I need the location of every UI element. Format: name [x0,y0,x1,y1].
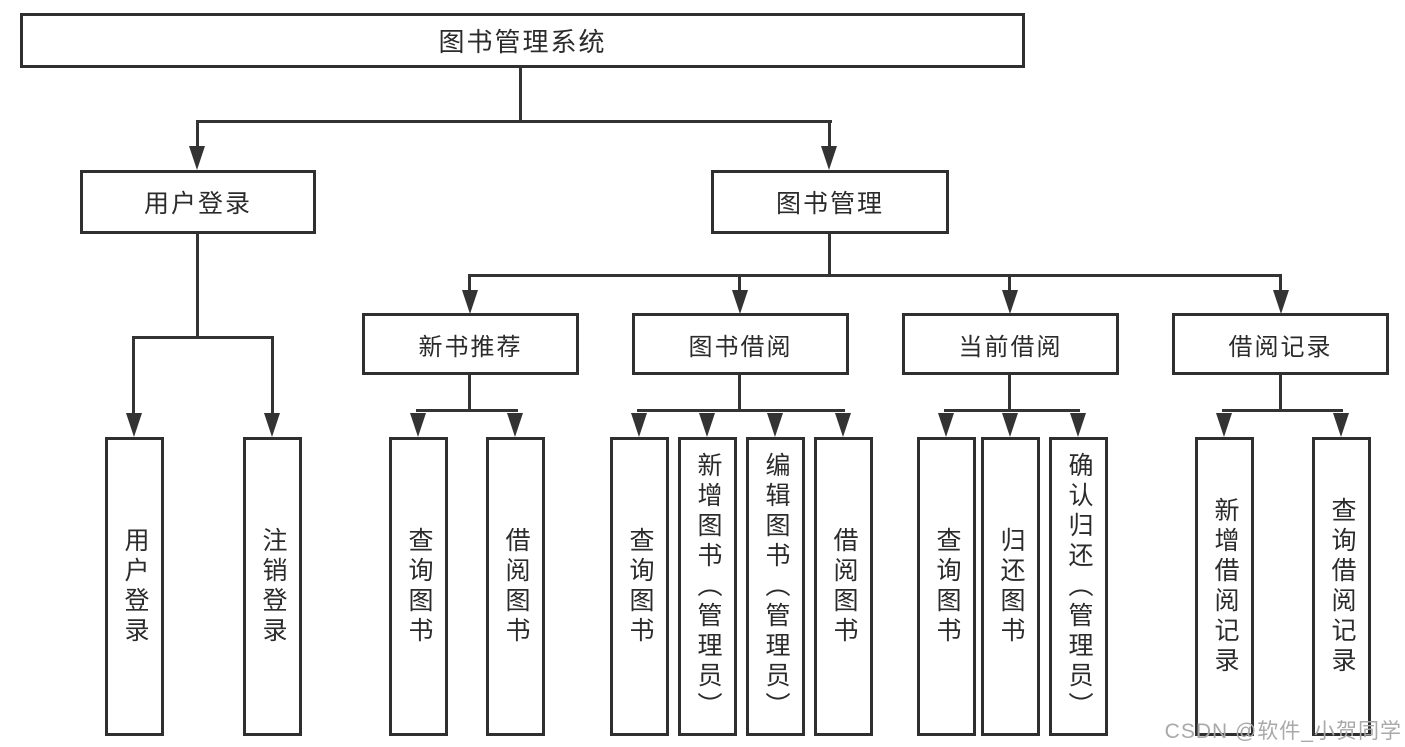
connector-book-management-stem [828,234,831,277]
node-borrow-records: 借阅记录 [1172,313,1389,375]
leaf-query-borrow-record-label: 查询借阅记录 [1328,496,1356,677]
node-user-login-label: 用户登录 [143,190,252,218]
leaf-user-login-label: 用户登录 [121,526,149,647]
node-current-borrow: 当前借阅 [902,313,1119,375]
arrow-down-icon [1273,290,1289,314]
connector-book-borrow-splitter [637,409,845,412]
leaf-query-book-current: 查询图书 [917,437,976,736]
arrow-down-icon [1216,413,1232,437]
arrow-down-icon [1002,290,1018,314]
connector-current-borrow-stem [1008,375,1011,412]
connector-user-login-splitter [132,336,274,339]
connector-borrow-records-stem [1279,375,1282,412]
arrow-down-icon [821,146,837,170]
arrow-down-icon [189,146,205,170]
leaf-edit-book-admin-label: 编辑图书（管理员） [762,451,790,722]
arrow-down-icon [699,413,715,437]
arrow-down-icon [835,413,851,437]
connector-current-borrow-splitter [944,409,1080,412]
node-root: 图书管理系统 [20,13,1025,68]
connector-root-stem [519,68,522,121]
node-new-book-recommend: 新书推荐 [362,313,579,375]
arrow-down-icon [507,413,523,437]
node-book-management-label: 图书管理 [775,190,884,218]
connector-drop-book-borrow [738,274,741,294]
leaf-add-book-admin-label: 新增图书（管理员） [694,451,722,722]
arrow-down-icon [410,413,426,437]
connector-book-borrow-stem [738,375,741,412]
node-book-management: 图书管理 [711,170,949,234]
node-borrow-records-label: 借阅记录 [1228,333,1333,361]
leaf-borrow-book-recommend: 借阅图书 [486,437,545,736]
leaf-confirm-return-admin: 确认归还（管理员） [1049,437,1108,736]
connector-drop-borrow-records [1279,274,1282,294]
arrow-down-icon [631,413,647,437]
arrow-down-icon [1070,413,1086,437]
node-book-borrow: 图书借阅 [632,313,849,375]
arrow-down-icon [462,290,478,314]
leaf-return-book: 归还图书 [981,437,1040,736]
connector-drop-current-borrow [1008,274,1011,294]
leaf-borrow-book-label: 借阅图书 [830,526,858,647]
leaf-borrow-book-recommend-label: 借阅图书 [502,526,530,647]
connector-drop-new-book [468,274,471,294]
leaf-confirm-return-admin-label: 确认归还（管理员） [1065,451,1093,722]
leaf-borrow-book: 借阅图书 [814,437,873,736]
connector-borrow-records-splitter [1222,409,1343,412]
node-user-login: 用户登录 [80,170,316,234]
connector-drop-user-login [196,120,199,150]
leaf-add-borrow-record: 新增借阅记录 [1195,437,1254,736]
leaf-query-book-current-label: 查询图书 [933,526,961,647]
connector-level3-splitter [468,274,1282,277]
connector-new-book-splitter [416,409,518,412]
leaf-query-book-recommend: 查询图书 [389,437,448,736]
node-book-borrow-label: 图书借阅 [688,333,793,361]
node-root-label: 图书管理系统 [438,27,607,57]
connector-drop-leaf-user-login [132,336,135,416]
leaf-query-book-recommend-label: 查询图书 [405,526,433,647]
arrow-down-icon [1002,413,1018,437]
node-current-borrow-label: 当前借阅 [958,333,1063,361]
connector-user-login-stem [196,234,199,339]
leaf-query-borrow-record: 查询借阅记录 [1312,437,1371,736]
watermark: CSDN @软件_小贺同学 [1164,720,1402,743]
arrow-down-icon [126,413,142,437]
leaf-logout: 注销登录 [243,437,302,736]
arrow-down-icon [264,413,280,437]
leaf-query-book-borrow-label: 查询图书 [626,526,654,647]
leaf-user-login: 用户登录 [105,437,164,736]
node-new-book-recommend-label: 新书推荐 [418,333,523,361]
arrow-down-icon [767,413,783,437]
connector-new-book-stem [468,375,471,412]
leaf-return-book-label: 归还图书 [997,526,1025,647]
arrow-down-icon [732,290,748,314]
connector-drop-book-management [828,120,831,150]
connector-root-splitter [196,120,832,123]
leaf-query-book-borrow: 查询图书 [610,437,669,736]
arrow-down-icon [938,413,954,437]
arrow-down-icon [1333,413,1349,437]
leaf-add-borrow-record-label: 新增借阅记录 [1211,496,1239,677]
leaf-logout-label: 注销登录 [259,526,287,647]
leaf-edit-book-admin: 编辑图书（管理员） [746,437,805,736]
leaf-add-book-admin: 新增图书（管理员） [678,437,737,736]
connector-drop-leaf-logout [271,336,274,416]
